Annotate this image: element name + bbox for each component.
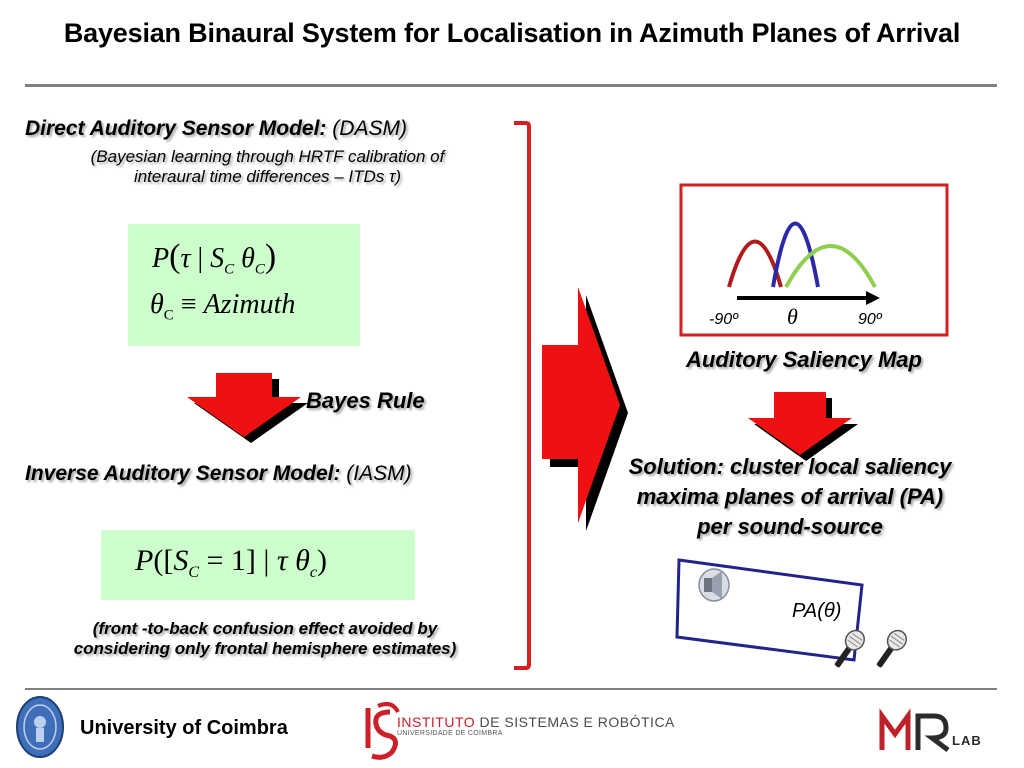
mrlab-logo-icon	[879, 708, 950, 752]
solution-line1: Solution: cluster local saliency	[628, 454, 952, 479]
speaker-icon	[698, 568, 730, 602]
dasm-abbr: (DASM)	[332, 117, 407, 140]
saliency-map-frame	[679, 183, 949, 337]
dasm-subtitle-line1: (Bayesian learning through HRTF calibrat…	[90, 147, 445, 166]
grouping-bracket	[514, 121, 531, 670]
saliency-curve-green	[784, 244, 877, 288]
dasm-subtitle-line2: interaural time differences – ITDs τ)	[133, 167, 402, 186]
university-seal-icon	[16, 696, 64, 758]
saliency-map-label: Auditory Saliency Map	[686, 347, 922, 372]
microphone-icon	[834, 629, 865, 668]
iasm-formula-box: P([SC = 1] | τ θc)	[101, 530, 415, 600]
iasm-formula: P([SC = 1] | τ θc)	[135, 544, 327, 581]
bayes-arrow-icon	[187, 373, 308, 443]
microphone-icon	[876, 629, 907, 668]
iasm-heading: Inverse Auditory Sensor Model: (IASM)	[25, 462, 412, 486]
university-name: University of Coimbra	[80, 717, 288, 739]
top-divider	[25, 84, 997, 87]
iasm-note-line1: (front -to-back confusion effect avoided…	[92, 619, 438, 638]
saliency-curve-blue	[771, 221, 820, 288]
iasm-heading-text: Inverse Auditory Sensor Model:	[25, 462, 341, 485]
isr-title-rest: DE SISTEMAS E ROBÓTICA	[475, 714, 675, 730]
dasm-heading: Direct Auditory Sensor Model: (DASM)	[25, 117, 407, 141]
axis-theta-symbol: θ	[787, 304, 798, 329]
dasm-heading-text: Direct Auditory Sensor Model:	[25, 117, 327, 140]
big-right-arrow-icon	[542, 287, 628, 531]
isr-subtitle: UNIVERSIDADE DE COIMBRA	[397, 730, 503, 737]
iasm-abbr: (IASM)	[346, 462, 412, 485]
axis-arrowhead-icon	[866, 291, 880, 305]
dasm-formula-line1: P(τ | SC θC)	[152, 238, 277, 278]
mrlab-suffix: LAB	[952, 733, 982, 748]
solution-arrow-icon	[748, 392, 858, 461]
plane-label: PA(θ)	[792, 600, 842, 622]
solution-text: Solution: cluster local saliency maxima …	[580, 452, 1000, 542]
axis-right-label: 90º	[858, 311, 882, 328]
dasm-subtitle: (Bayesian learning through HRTF calibrat…	[30, 147, 505, 187]
isr-logo-text: INSTITUTO DE SISTEMAS E ROBÓTICA UNIVERS…	[397, 714, 675, 737]
iasm-note-line2: considering only frontal hemisphere esti…	[73, 639, 457, 658]
dasm-formula-line2: θC ≡ Azimuth	[150, 289, 296, 324]
plane-of-arrival	[675, 558, 864, 662]
dasm-formula-box: P(τ | SC θC) θC ≡ Azimuth	[128, 224, 360, 346]
iasm-note: (front -to-back confusion effect avoided…	[25, 619, 505, 659]
solution-line3: per sound-source	[697, 514, 883, 539]
isr-logo-icon	[365, 702, 400, 760]
isr-title-red: INSTITUTO	[397, 714, 476, 730]
bayes-rule-label: Bayes Rule	[306, 388, 425, 413]
axis-left-label: -90º	[709, 311, 738, 328]
bottom-divider	[25, 688, 997, 690]
isr-title: INSTITUTO DE SISTEMAS E ROBÓTICA	[397, 714, 675, 730]
solution-line2: maxima planes of arrival (PA)	[636, 484, 944, 509]
slide-title: Bayesian Binaural System for Localisatio…	[63, 18, 961, 48]
